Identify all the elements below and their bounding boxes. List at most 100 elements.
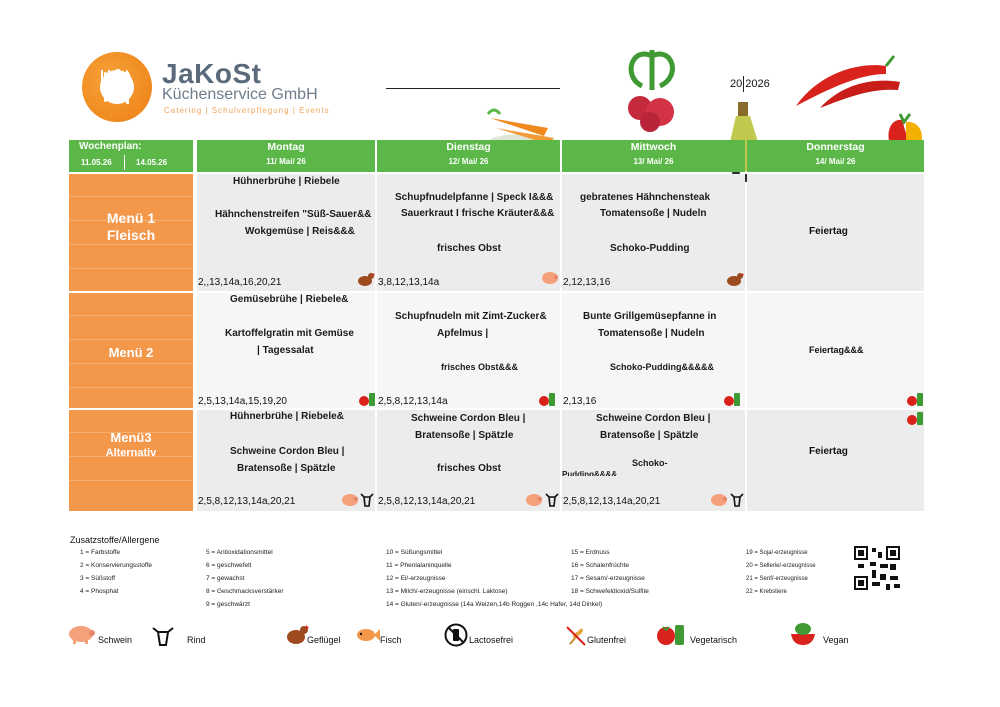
dish-line: Schweine Cordon Bleu | xyxy=(596,413,711,424)
legend-item: 16 = Schalenfrüchte xyxy=(571,562,629,569)
legend-item: 21 = Senf/-erzeugnisse xyxy=(746,576,808,582)
dish-line: Gemüsebrühe | Riebele& xyxy=(230,294,349,305)
menu2-monday-cell: Gemüsebrühe | Riebele& Kartoffelgratin m… xyxy=(197,293,375,408)
day-header-wednesday: Mittwoch 13/ Mai/ 26 xyxy=(562,140,745,172)
week-header xyxy=(69,140,193,172)
day-date: 13/ Mai/ 26 xyxy=(633,157,674,166)
menu2-title: Menü 2 xyxy=(108,345,154,360)
day-name: Donnerstag xyxy=(806,141,865,153)
dish-line: Apfelmus | xyxy=(437,328,489,339)
gluten-free-icon xyxy=(566,626,586,646)
dish-line: | Tagessalat xyxy=(257,345,314,356)
dish-line: gebratenes Hähnchensteak xyxy=(580,192,711,203)
vegan-icon xyxy=(791,623,815,645)
week-label: Wochenplan: xyxy=(79,141,142,152)
dish-line: Schoko-Pudding xyxy=(610,243,690,254)
vegetarian-icon xyxy=(539,393,555,406)
cow-icon xyxy=(545,493,559,507)
dish-line: frisches Obst xyxy=(437,463,501,474)
cow-icon xyxy=(152,627,174,646)
day-date: 11/ Mai/ 26 xyxy=(266,157,306,166)
legend-item: 10 = Süßungsmittel xyxy=(386,549,443,556)
menu3-wednesday-cell: Schweine Cordon Bleu | Bratensoße | Spät… xyxy=(562,410,745,511)
day-name: Dienstag xyxy=(446,141,491,153)
allergen-codes: 2,13,16 xyxy=(563,396,597,407)
legend-item: 12 = Ei/-erzeugnisse xyxy=(386,575,446,582)
pig-icon xyxy=(69,626,95,644)
qr-code[interactable] xyxy=(854,546,900,590)
legend-item: 15 = Erdnuss xyxy=(571,549,610,556)
legend-item: 8 = Geschmacksverstärker xyxy=(206,588,284,595)
menu3-subtitle: Alternativ xyxy=(105,447,157,459)
company-logo xyxy=(82,52,152,122)
legend-item: 22 = Krebstiere xyxy=(746,589,787,595)
brand-tagline: Catering | Schulverpflegung | Events xyxy=(164,106,330,115)
dish-line: Schupfnudelpfanne | Speck I&&& xyxy=(395,192,554,203)
lactose-free-icon xyxy=(444,623,468,647)
menu3-thursday-cell: Feiertag xyxy=(747,410,924,511)
legend-item: 20 = Sellerie/-erzeugnisse xyxy=(746,563,816,569)
day-header-tuesday: Dienstag 12/ Mai/ 26 xyxy=(377,140,560,172)
legend-icon-label: Schwein xyxy=(98,635,133,645)
dish-line: Hühnerbrühe | Riebele xyxy=(233,176,340,187)
menu1-subtitle: Fleisch xyxy=(106,227,156,243)
menu1-tuesday-cell: Schupfnudelpfanne | Speck I&&& Sauerkrau… xyxy=(377,174,560,291)
dish-line: Kartoffelgratin mit Gemüse xyxy=(225,328,354,339)
vegetarian-icon xyxy=(359,393,375,406)
menu1-title: Menü 1 xyxy=(106,210,156,226)
allergen-codes: 2,5,8,12,13,14a,20,21 xyxy=(378,496,476,507)
allergen-codes: 2,5,8,12,13,14a xyxy=(378,396,448,407)
menu3-label-cell xyxy=(69,410,193,511)
dish-line: Pudding&&&& xyxy=(562,470,618,476)
legend-icon-label: Vegan xyxy=(823,635,849,645)
dish-line: Schoko-Pudding&&&&& xyxy=(610,362,714,372)
legend-icon-label: Rind xyxy=(187,635,206,645)
dish-line: frisches Obst xyxy=(437,243,501,254)
dish-line: Sauerkraut I frische Kräuter&&& xyxy=(401,208,555,219)
pig-icon xyxy=(342,494,358,506)
dish-line: Tomatensoße | Nudeln xyxy=(598,328,705,339)
menu1-label-cell xyxy=(69,174,193,291)
allergen-codes: 2,5,13,14a,15,19,20 xyxy=(198,396,287,407)
brand-subtitle: Küchenservice GmbH xyxy=(162,86,318,103)
legend-title: Zusatzstoffe/Allergene xyxy=(70,535,160,545)
week-from: 11.05.26 xyxy=(81,158,112,167)
dish-line: frisches Obst&&& xyxy=(441,362,519,372)
dish-line: Schweine Cordon Bleu | xyxy=(230,446,345,457)
legend-item: 5 = Antioxidationsmittel xyxy=(206,549,273,556)
legend-icon-label: Lactosefrei xyxy=(469,635,514,645)
legend-item: 9 = geschwärzt xyxy=(206,601,250,608)
pig-icon xyxy=(542,272,558,284)
allergen-codes: 3,8,12,13,14a xyxy=(378,277,440,288)
pig-icon xyxy=(526,494,542,506)
allergen-codes: 2,5,8,12,13,14a,20,21 xyxy=(563,496,661,507)
day-name: Mittwoch xyxy=(630,141,677,153)
vegetarian-icon xyxy=(657,625,684,645)
legend-item: 3 = Süßstoff xyxy=(80,575,116,582)
cutlery-icon xyxy=(101,69,132,104)
radish-illustration xyxy=(628,50,675,132)
dish-line: Bunte Grillgemüsepfanne in xyxy=(583,311,717,322)
menu1-thursday-cell: Feiertag xyxy=(747,174,924,291)
legend-item: 1 = Farbstoffe xyxy=(80,549,121,556)
holiday-label: Feiertag xyxy=(809,446,848,457)
menu2-label-cell xyxy=(69,293,193,408)
day-header-monday: Montag 11/ Mai/ 26 xyxy=(197,140,375,172)
legend-icon-label: Fisch xyxy=(380,635,402,645)
dish-line: Hähnchenstreifen "Süß-Sauer&& xyxy=(215,209,372,220)
holiday-label: Feiertag xyxy=(809,226,848,237)
cow-icon xyxy=(360,493,374,507)
dish-line: Tomatensoße | Nudeln xyxy=(600,208,707,219)
menu2-wednesday-cell: Bunte Grillgemüsepfanne in Tomatensoße |… xyxy=(562,293,745,408)
vegetarian-icon xyxy=(724,393,740,406)
dish-line: Bratensoße | Spätzle xyxy=(237,463,336,474)
legend-item: 14 = Gluten/-erzeugnisse (14a Weizen,14b… xyxy=(386,601,603,608)
dish-line: Wokgemüse | Reis&&& xyxy=(245,226,355,237)
day-header-thursday: Donnerstag 14/ Mai/ 26 xyxy=(747,140,924,172)
week-to: 14.05.26 xyxy=(136,158,168,167)
legend-item: 18 = Schwefeldioxid/Sulfite xyxy=(571,588,649,595)
dish-line: Schupfnudeln mit Zimt-Zucker& xyxy=(395,311,547,322)
legend-icon-label: Glutenfrei xyxy=(587,635,627,645)
menu2-tuesday-cell: Schupfnudeln mit Zimt-Zucker& Apfelmus |… xyxy=(377,293,560,408)
